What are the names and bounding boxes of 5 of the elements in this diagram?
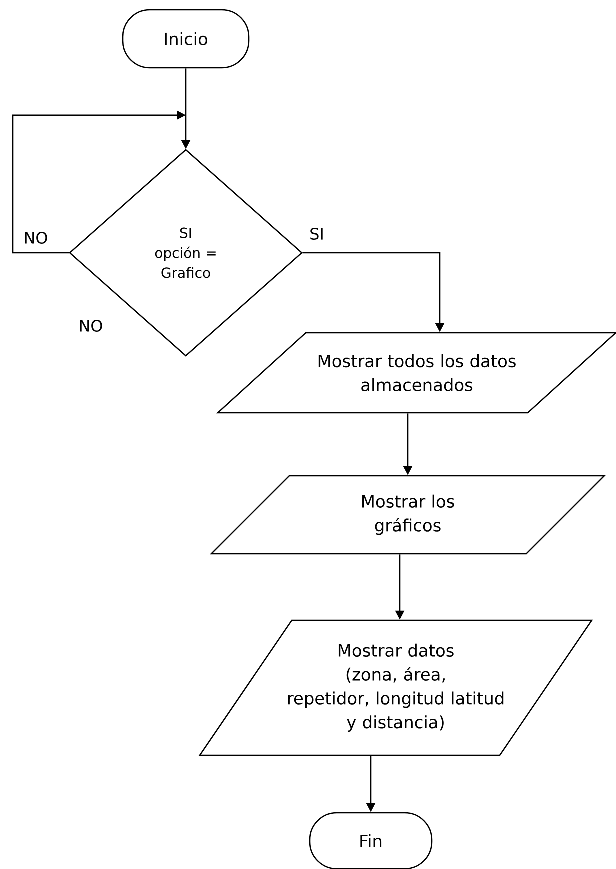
branch-label: NO — [80, 320, 102, 332]
edge-label: NO — [22, 230, 50, 246]
terminal-box: Fin — [309, 812, 433, 869]
terminal-box: Inicio — [122, 9, 250, 69]
edge-label: SI — [308, 226, 326, 242]
